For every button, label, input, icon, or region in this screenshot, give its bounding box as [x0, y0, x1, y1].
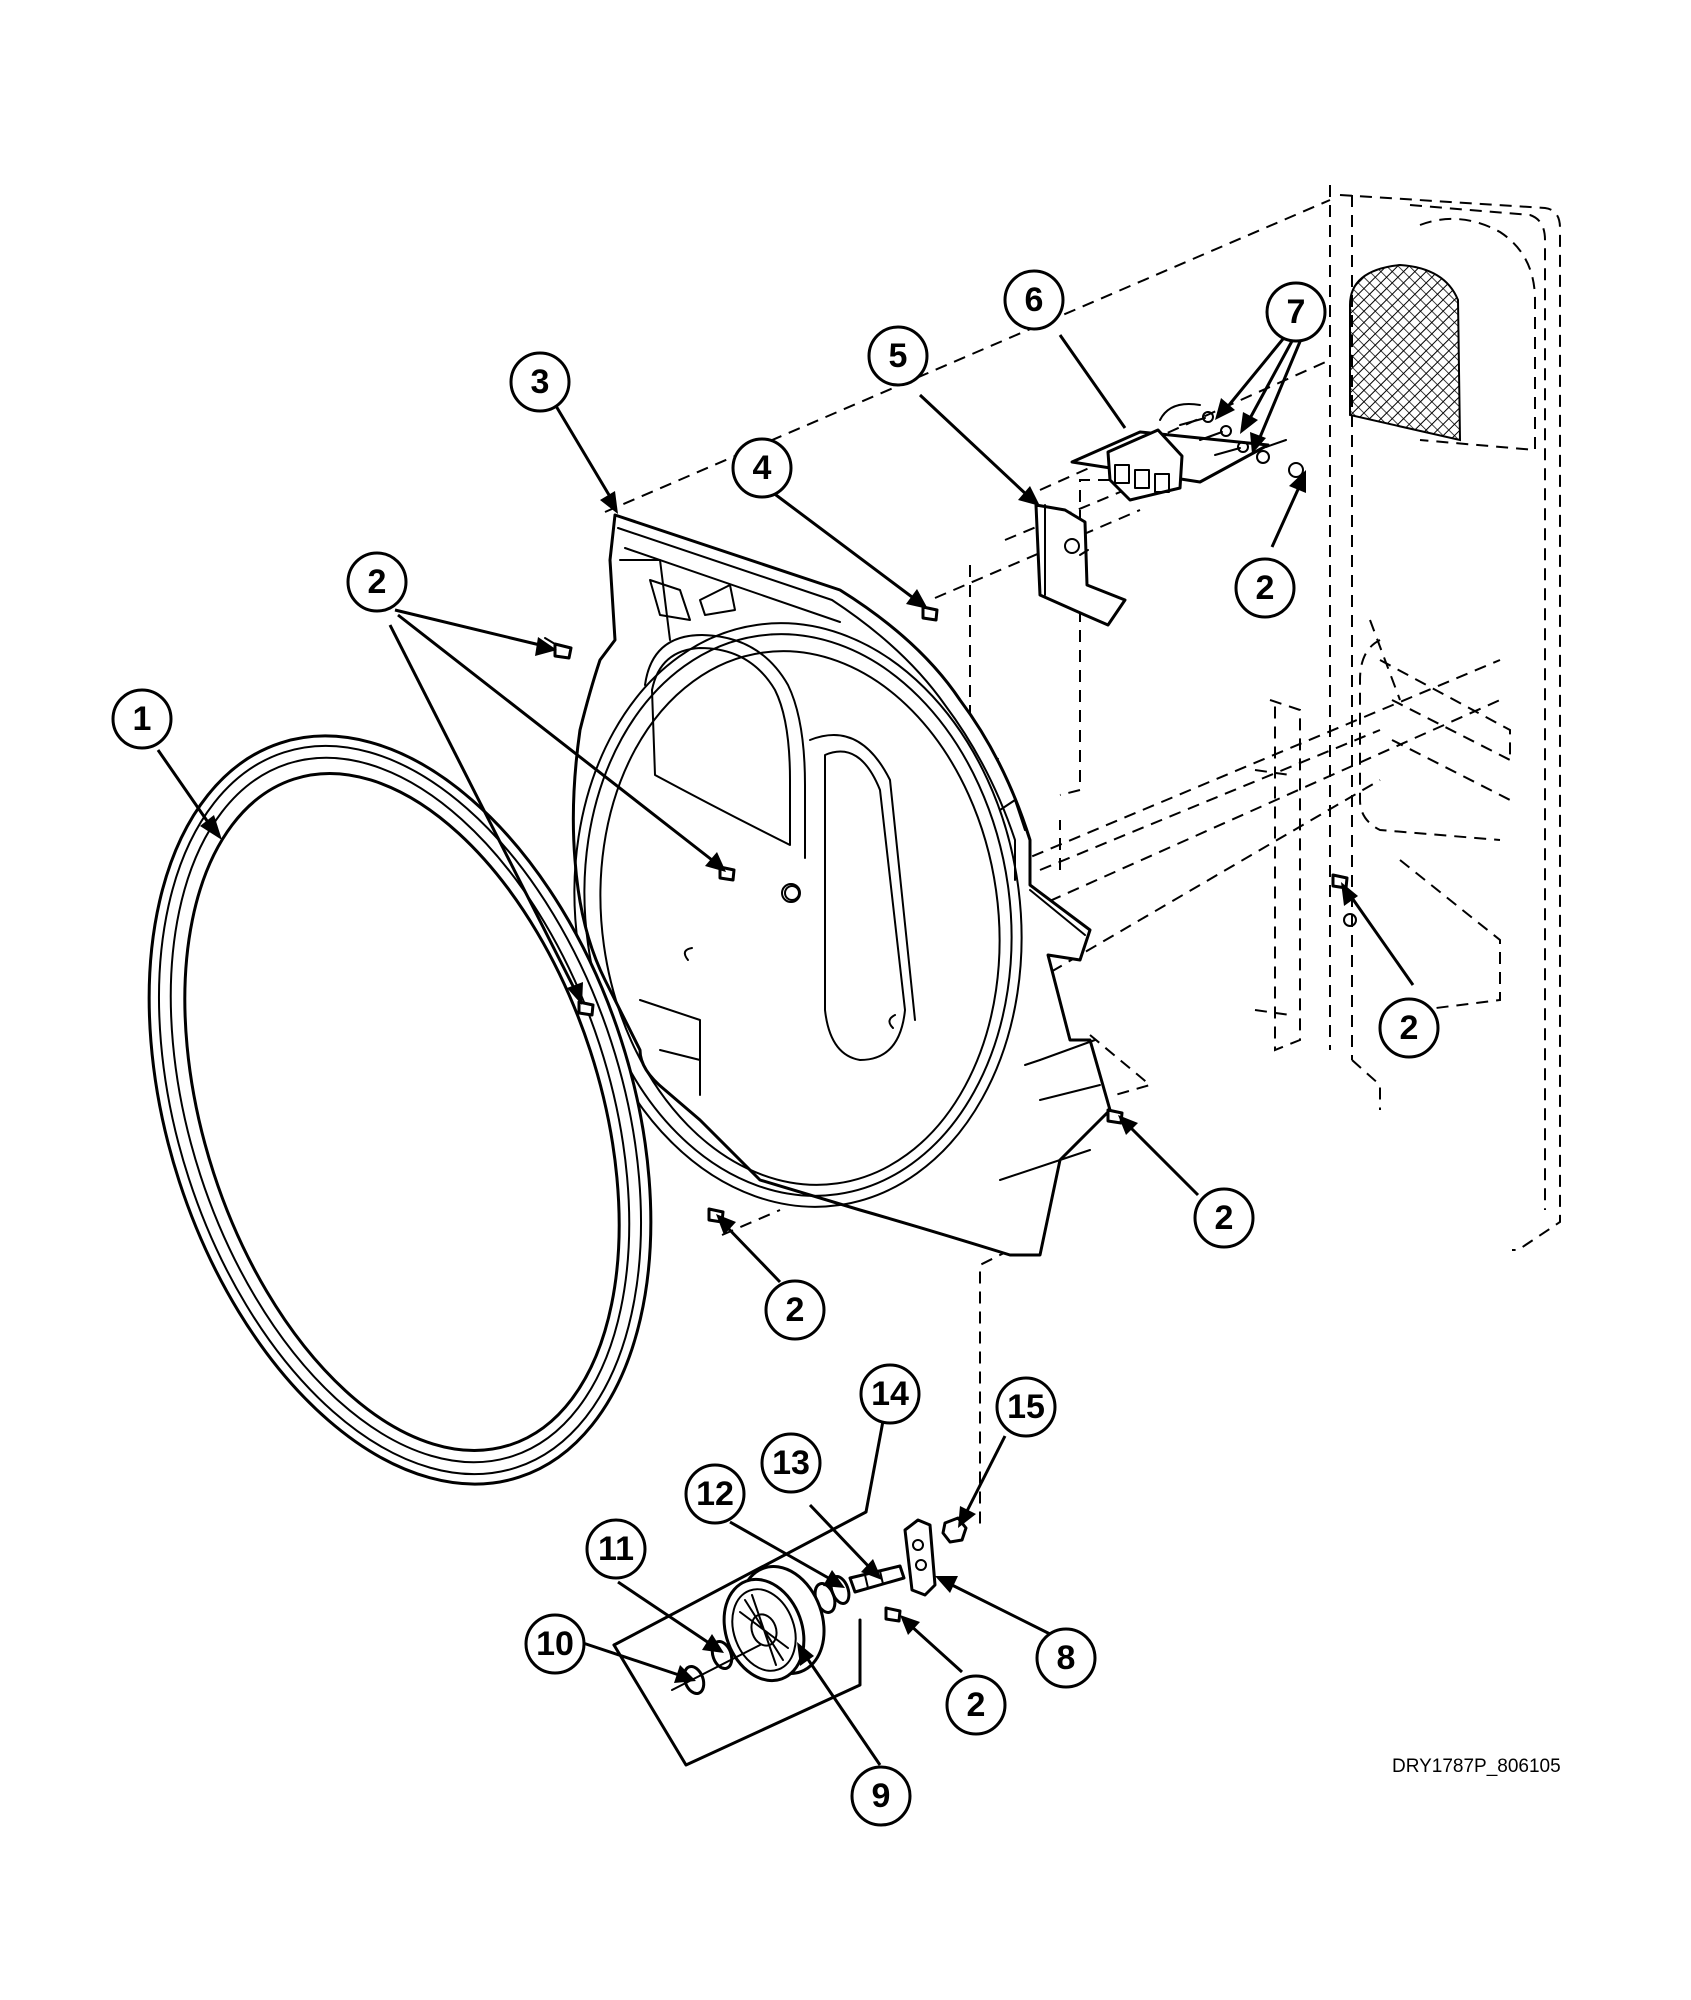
svg-text:9: 9	[872, 1777, 891, 1815]
terminal-block	[1070, 403, 1270, 502]
svg-text:5: 5	[889, 337, 908, 375]
screw	[544, 637, 573, 660]
svg-text:2: 2	[1215, 1199, 1234, 1237]
svg-text:1: 1	[133, 700, 152, 738]
callout-1: 1	[111, 688, 173, 750]
roller-assembly	[612, 1510, 968, 1767]
callout-8: 8	[1035, 1627, 1097, 1689]
door-seal-ring	[147, 734, 653, 1486]
callout-2: 2	[1378, 997, 1440, 1059]
svg-text:2: 2	[1256, 569, 1275, 607]
callout-2: 2	[945, 1674, 1007, 1736]
leader-lines	[156, 327, 1415, 1766]
svg-text:2: 2	[1400, 1009, 1419, 1047]
rear-cabinet-panel	[1254, 185, 1561, 1251]
callout-3: 3	[509, 351, 571, 413]
bracket	[1034, 503, 1127, 627]
screw-set	[544, 605, 1349, 1623]
callout-14: 14	[859, 1363, 921, 1425]
svg-text:4: 4	[753, 449, 772, 487]
callout-2: 2	[764, 1279, 826, 1341]
svg-text:8: 8	[1057, 1639, 1076, 1677]
svg-text:2: 2	[967, 1686, 986, 1724]
callout-5: 5	[867, 325, 929, 387]
callout-10: 10	[524, 1613, 586, 1675]
svg-text:11: 11	[598, 1530, 634, 1568]
svg-text:15: 15	[1007, 1388, 1045, 1426]
callout-12: 12	[684, 1463, 746, 1525]
screw	[884, 1606, 902, 1623]
svg-text:3: 3	[531, 363, 550, 401]
svg-text:7: 7	[1287, 293, 1306, 331]
terminal-screws	[1179, 411, 1357, 927]
svg-text:10: 10	[536, 1625, 574, 1663]
front-bulkhead	[571, 513, 1112, 1257]
screw	[921, 605, 939, 622]
screw	[1106, 1108, 1124, 1125]
svg-text:2: 2	[786, 1291, 805, 1329]
screw	[577, 1000, 595, 1017]
callout-2: 2	[1234, 557, 1296, 619]
svg-text:2: 2	[368, 563, 387, 601]
callout-11: 11	[585, 1518, 647, 1580]
svg-text:14: 14	[871, 1375, 909, 1413]
callout-13: 13	[760, 1432, 822, 1494]
callout-4: 4	[731, 437, 793, 499]
svg-text:12: 12	[696, 1475, 734, 1513]
svg-text:6: 6	[1025, 281, 1044, 319]
svg-text:13: 13	[772, 1444, 810, 1482]
drawing-reference-code: DRY1787P_806105	[1392, 1756, 1561, 1777]
callout-9: 9	[850, 1765, 912, 1827]
callout-15: 15	[995, 1376, 1057, 1438]
vent-grille	[1349, 263, 1462, 442]
callout-7: 7	[1265, 281, 1327, 343]
callout-2: 2	[1193, 1187, 1255, 1249]
callout-2: 2	[346, 551, 408, 613]
callout-6: 6	[1003, 269, 1065, 331]
